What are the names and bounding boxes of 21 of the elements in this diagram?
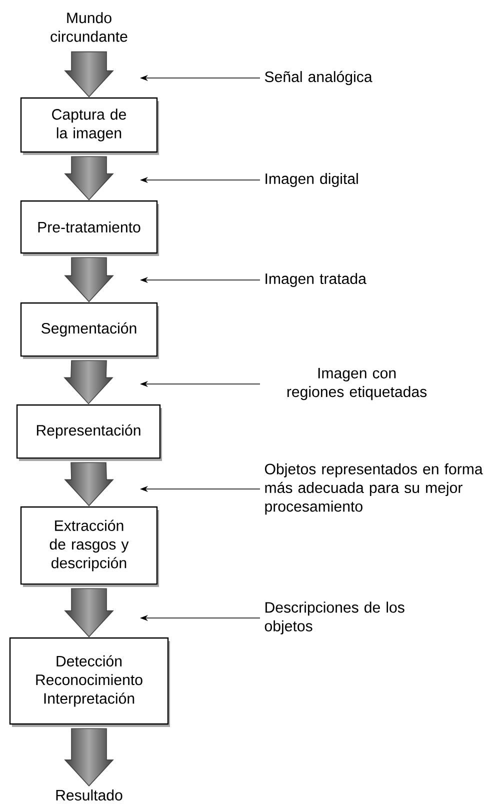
annotation-text: Imagen con regiones etiquetadas [287,368,427,400]
block-arrow [64,360,114,404]
stage-text: Resultado [56,789,122,801]
block-arrow [64,588,114,638]
annotation-text: Descripciones de los objetos [264,602,404,634]
process-box: Extracción de rasgos y descripción [20,506,159,587]
annotation-text: Imagen tratada [266,273,366,288]
annotation-text: Objetos representados en forma más adecuada para su mejor procesamiento [264,463,483,515]
annotation-text: Señal analógica [264,70,372,86]
process-box: Pre-tratamiento [20,200,159,256]
block-arrow [64,156,114,200]
block-arrow [64,728,114,786]
process-box: Detección Reconocimiento Interpretación [9,637,170,727]
block-arrow [64,462,114,506]
process-box: Segmentación [20,302,159,359]
annotation-text: Imagen digital [266,173,358,188]
stage-text: Mundo circundante [50,12,128,42]
process-box: Representación [16,404,162,461]
block-arrow [64,51,114,98]
block-arrow [64,257,114,302]
process-box: Captura de la imagen [20,97,159,155]
